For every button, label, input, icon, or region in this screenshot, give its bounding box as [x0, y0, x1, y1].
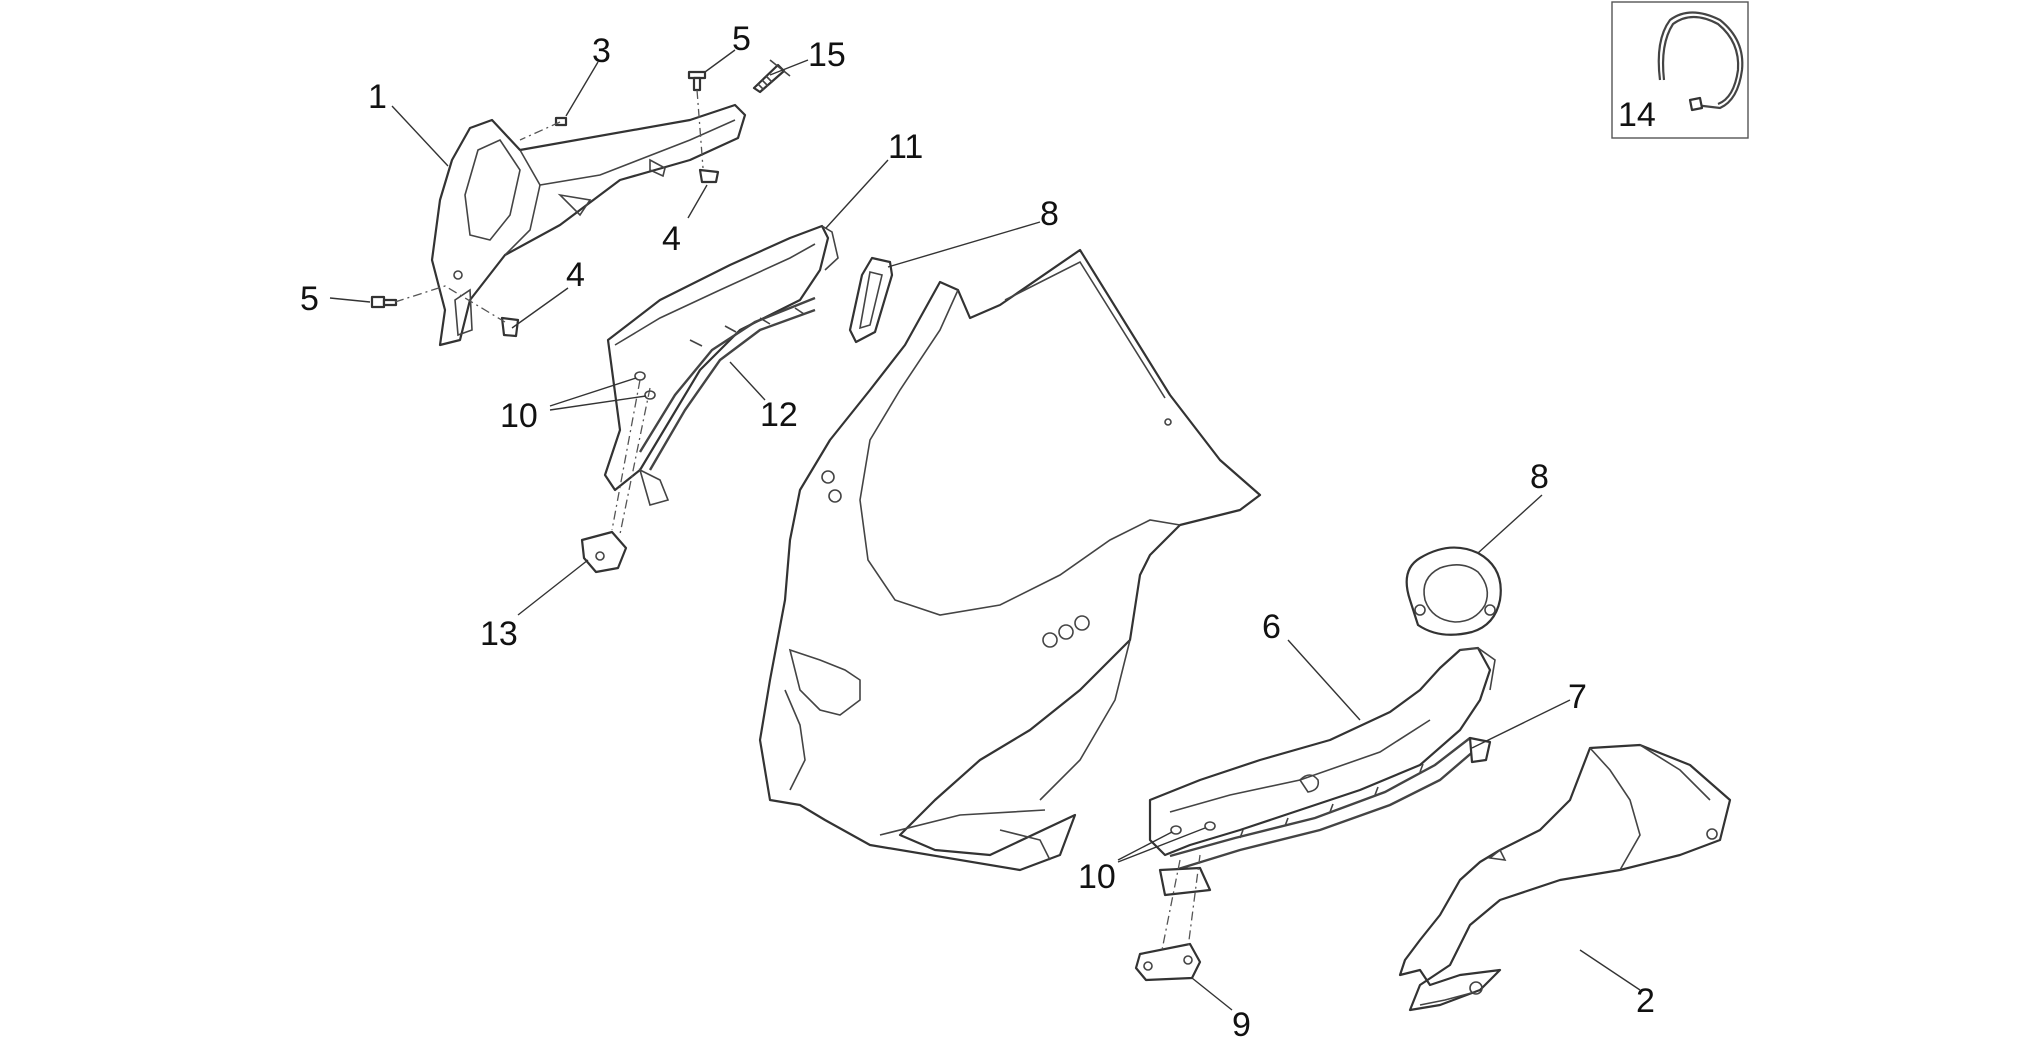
inset-frame — [1611, 1, 1749, 139]
callout-14: 14 — [1618, 96, 1656, 134]
callout-2: 2 — [1636, 982, 1655, 1020]
part-left-air-duct — [603, 224, 839, 506]
callout-15: 15 — [808, 36, 846, 74]
callout-3: 3 — [592, 32, 611, 70]
callout-8-top: 8 — [1040, 195, 1059, 233]
part-lower-side-fairing — [1398, 743, 1732, 1012]
callout-10-left: 10 — [500, 397, 538, 435]
part-right-small-bracket — [1134, 866, 1212, 982]
part-headlight-bracket — [430, 103, 747, 347]
part-left-gasket — [848, 256, 894, 344]
callout-1: 1 — [368, 78, 387, 116]
callout-11: 11 — [888, 128, 923, 166]
callout-12: 12 — [760, 396, 798, 434]
callout-5-top: 5 — [732, 20, 751, 58]
callout-4-upper: 4 — [662, 220, 681, 258]
part-left-duct-seal — [638, 296, 816, 471]
assembly-lines — [394, 89, 1201, 951]
part-right-gasket — [1405, 546, 1502, 636]
small-holes — [634, 371, 1216, 835]
callout-6: 6 — [1262, 608, 1281, 646]
part-right-duct-seal — [1169, 736, 1492, 872]
callout-9: 9 — [1232, 1006, 1251, 1038]
part-left-small-bracket — [580, 530, 628, 574]
part-right-air-duct — [1148, 646, 1496, 857]
callout-13: 13 — [480, 615, 518, 653]
callout-7: 7 — [1568, 678, 1587, 716]
callout-labels: 1 3 5 15 5 4 4 11 8 10 12 13 8 6 7 10 2 … — [300, 20, 1656, 1043]
callout-5-left: 5 — [300, 280, 319, 318]
callout-10-right: 10 — [1078, 858, 1116, 896]
callout-8-right: 8 — [1530, 458, 1549, 496]
part-14-inset — [1611, 1, 1749, 139]
part-front-fairing — [758, 248, 1262, 872]
leader-lines — [329, 49, 1641, 1011]
callout-4-lower: 4 — [566, 256, 585, 294]
